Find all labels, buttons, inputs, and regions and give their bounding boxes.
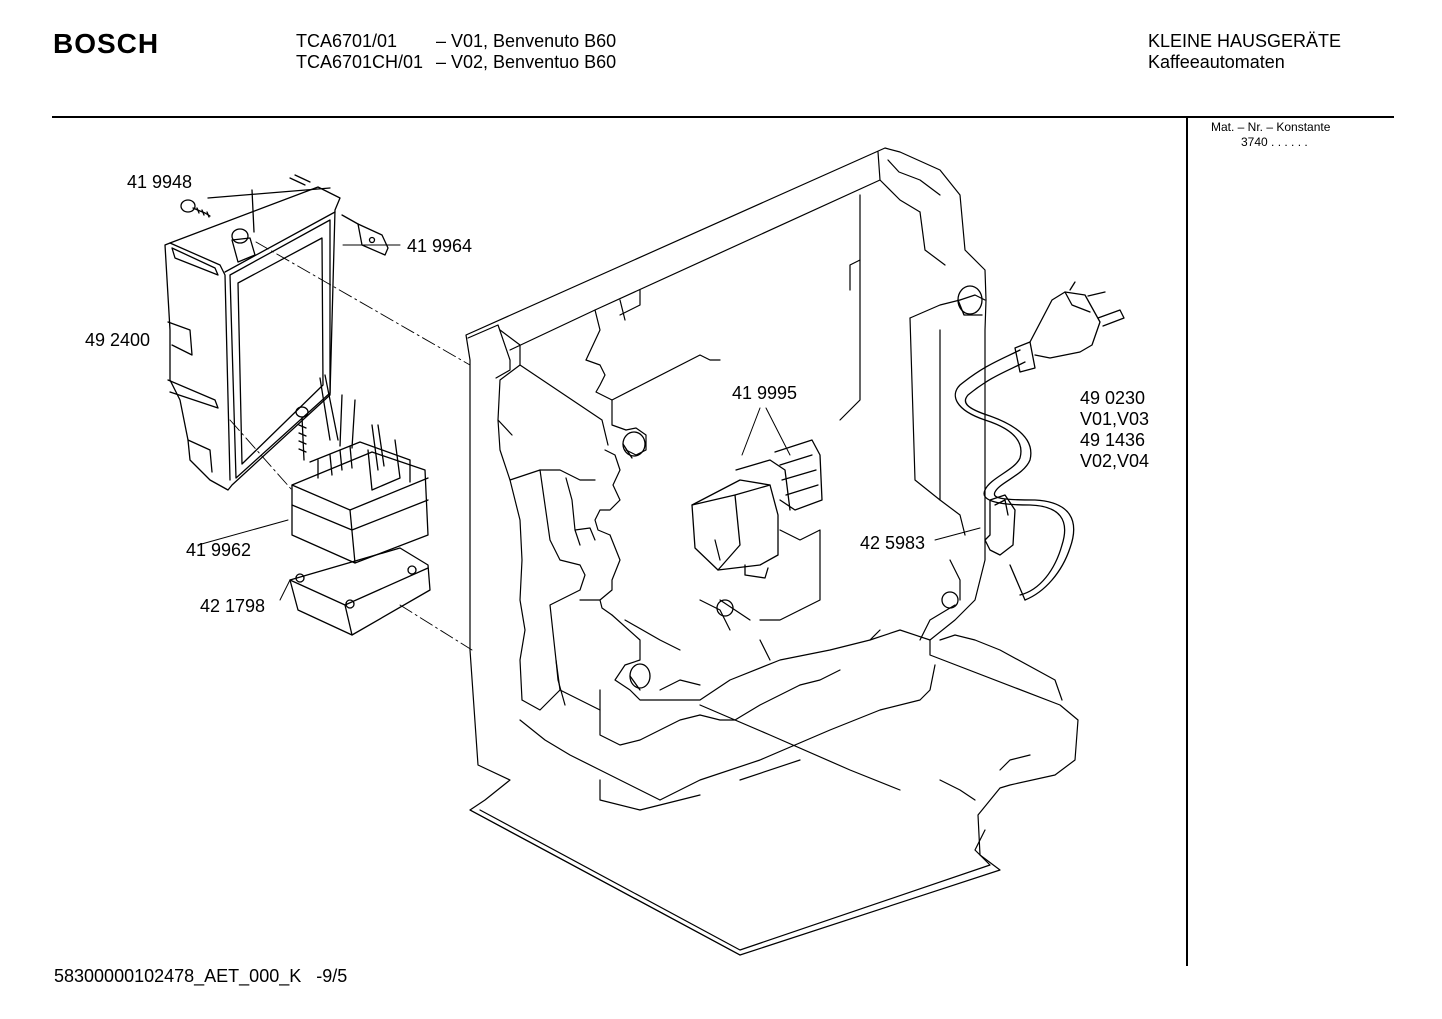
model-code-1: TCA6701/01	[296, 31, 398, 51]
document-id: 58300000102478_AET_000_K -9/5	[54, 966, 348, 986]
model-variant-2: – V02, Benventuo B60	[436, 52, 617, 72]
subcategory-title: Kaffeeautomaten	[1148, 52, 1285, 72]
variant-v01-v03: V01,V03	[1080, 409, 1150, 429]
brand-logo: BOSCH	[53, 28, 160, 59]
part-number-492400: 49 2400	[85, 330, 151, 350]
switch-419995	[692, 440, 822, 578]
header-divider	[52, 116, 1394, 118]
part-number-490230: 49 0230	[1080, 388, 1146, 408]
mat-nr-label: Mat. – Nr. – Konstante	[1211, 120, 1331, 134]
part-number-419962: 41 9962	[186, 540, 252, 560]
frame-pegs	[623, 286, 982, 690]
electronics-cover	[165, 175, 340, 490]
part-number-419995: 41 9995	[732, 383, 798, 403]
screw-transformer	[296, 407, 308, 460]
part-number-419964: 41 9964	[407, 236, 473, 256]
transformer-419962	[292, 375, 428, 563]
part-number-491436: 49 1436	[1080, 430, 1146, 450]
model-variant-1: – V01, Benvenuto B60	[436, 31, 617, 51]
screw-419948	[181, 200, 210, 217]
housing-frame	[466, 148, 1078, 955]
power-cord	[955, 282, 1124, 600]
part-number-425983: 42 5983	[860, 533, 926, 553]
base-421798	[290, 548, 430, 635]
variant-v02-v04: V02,V04	[1080, 451, 1150, 471]
sidebar-divider	[1186, 118, 1188, 966]
model-code-2: TCA6701CH/01	[296, 52, 424, 72]
part-number-421798: 42 1798	[200, 596, 266, 616]
leader-lines	[198, 245, 980, 600]
clip-419964	[342, 215, 388, 255]
mat-nr-value: 3740 . . . . . .	[1241, 135, 1308, 149]
category-title: KLEINE HAUSGERÄTE	[1148, 31, 1342, 51]
part-number-419948: 41 9948	[127, 172, 193, 192]
assembly-axes	[230, 242, 472, 650]
